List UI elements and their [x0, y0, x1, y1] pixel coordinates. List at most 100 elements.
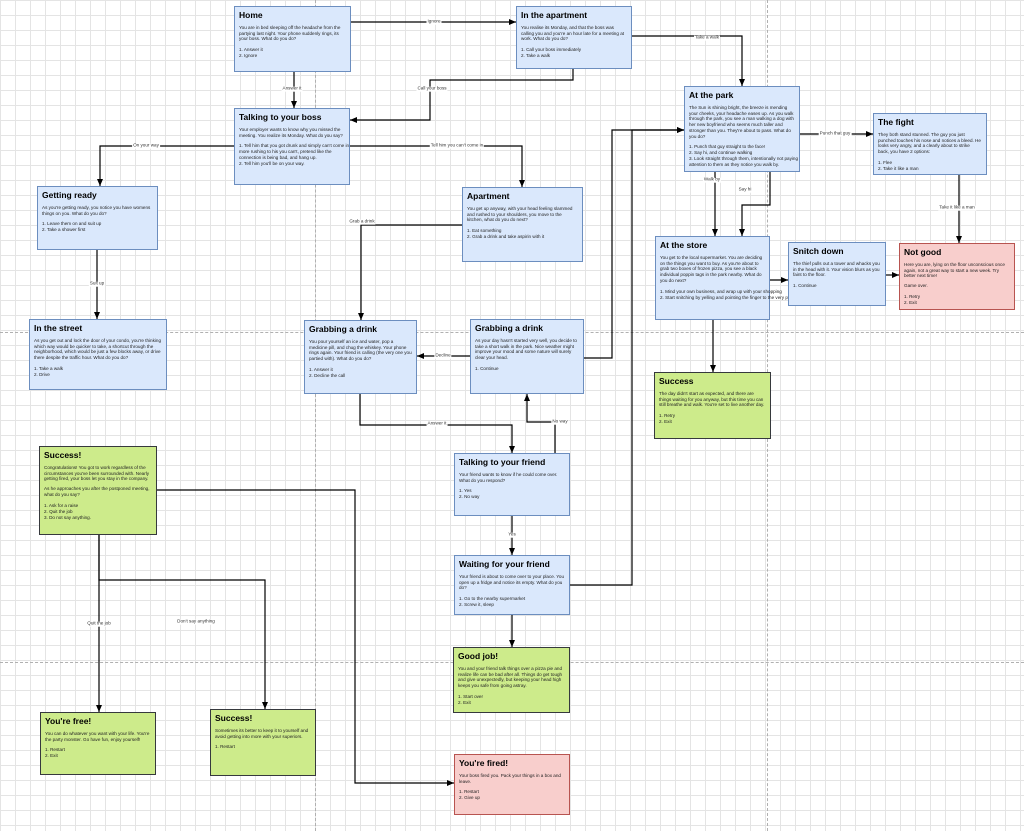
node-body-text: Sometimes its better to keep it to yours… — [215, 728, 309, 739]
edge-label: Say hi — [737, 186, 753, 193]
node-grab2[interactable]: Grabbing a drink As your day hasn't start… — [470, 319, 584, 394]
node-fired[interactable]: You're fired!Your boss fired you. Pack y… — [454, 754, 570, 815]
node-option: 1. Continue — [475, 365, 499, 371]
edge-label: Quit the job — [86, 620, 112, 627]
node-option: 2. Exit — [45, 753, 58, 759]
node-option: 2. Ignore — [239, 53, 258, 59]
node-body-text: The thief pulls out a tower and whacks y… — [793, 261, 880, 278]
edge-label: Don't say anything — [176, 618, 216, 625]
node-body-text: You are in bed sleeping off the headache… — [239, 25, 341, 42]
node-option: 1. Continue — [793, 283, 817, 289]
node-body-text: Congratulations! You got to work regardl… — [44, 465, 150, 482]
node-body-text: You and your friend talk things over a p… — [458, 666, 563, 689]
node-option: 1. Flee — [878, 159, 893, 165]
node-option: 2. Take it like a man — [878, 165, 919, 171]
node-title: Talking to your boss — [239, 112, 322, 122]
node-title: Apartment — [467, 191, 510, 201]
edge-e4[interactable] — [632, 35, 745, 86]
node-option: 1. Retry — [904, 293, 921, 299]
node-body-text: You pour yourself an ice and water, pop … — [309, 339, 412, 362]
node-option: 1. Ask for a raise — [44, 502, 79, 508]
node-success2[interactable]: Success! Sometimes its better to keep it … — [210, 709, 316, 776]
edge-label: Answer it — [426, 420, 448, 427]
node-body-text: You get up anyway, with your head feelin… — [467, 206, 573, 223]
node-body-text: As he approaches you after the postponed… — [44, 486, 150, 497]
edge-label: Grab a drink — [348, 218, 376, 225]
edge-e21[interactable] — [570, 127, 684, 586]
node-option: 1. Yes — [459, 488, 472, 494]
node-option: 1. Mind your own business, and wrap up w… — [660, 288, 782, 294]
node-option: 1. Answer it — [309, 366, 333, 372]
node-body-text: Your boss fired you. Pack your things in… — [459, 773, 561, 784]
node-option: 2. Take a walk — [521, 53, 551, 59]
node-body-text: As your day hasn't started very well, yo… — [475, 338, 577, 361]
edge-label: Punch that guy — [818, 130, 852, 137]
edge-e6[interactable] — [350, 145, 525, 187]
node-title: Good job! — [458, 651, 499, 661]
node-option: 1. Call your boss immediately — [521, 47, 581, 53]
node-options: 1. Mind your own business, and wrap up w… — [660, 288, 801, 301]
node-title: Not good — [904, 247, 942, 257]
node-options: 1. Tell him that you got drunk and simpl… — [239, 143, 350, 167]
node-option: 1. Go to the nearby supermarket — [459, 596, 526, 602]
node-body-text: You realise its Monday, and that the bos… — [521, 25, 625, 42]
node-body-text: You can do whatever you want with your l… — [45, 731, 150, 742]
edge-e3[interactable] — [350, 69, 574, 123]
node-body-text: The day didn't start as expected, and th… — [659, 391, 765, 408]
node-option: 2. Screw it, sleep — [459, 602, 494, 608]
node-title: Success! — [215, 713, 253, 723]
edge-label: Suit up — [88, 280, 106, 287]
edge-label: Yes — [507, 531, 517, 538]
node-body-text: Your employer wants to know why you miss… — [239, 127, 343, 138]
node-free[interactable]: You're free!You can do whatever you want… — [40, 712, 156, 775]
node-body-text: Here you are, lying on the floor unconsc… — [904, 262, 1005, 279]
node-option: attention to them as they notice you wal… — [689, 162, 780, 168]
node-goodjob[interactable]: Good job! You and your friend talk things… — [453, 647, 570, 713]
node-option: 1. Leave them on and suit up — [42, 221, 102, 227]
node-title: Snitch down — [793, 246, 844, 256]
node-option: 2. Drive — [34, 371, 50, 377]
edge-e11[interactable] — [739, 172, 771, 236]
edge-label: Walk by — [702, 176, 722, 183]
node-title: Success! — [44, 450, 82, 460]
node-option: 1. Eat something — [467, 228, 502, 234]
node-option: 1. Tell him that you got drunk and simpl… — [239, 143, 350, 149]
node-options: 1. Continue — [475, 366, 579, 372]
node-option: connection is being bad, and hang up. — [239, 155, 317, 161]
edge-e8[interactable] — [358, 224, 462, 320]
node-body-text: Game over. — [904, 283, 928, 289]
edge-e5[interactable] — [97, 145, 234, 186]
node-option: 2. Say hi, and continue walking — [689, 150, 753, 156]
edge-label: Ignore — [426, 18, 442, 25]
node-option: 1. Restart — [215, 744, 235, 750]
node-success1[interactable]: Success! Congratulations! You got to work… — [39, 446, 157, 535]
node-title: Grabbing a drink — [475, 323, 544, 333]
node-option: 2. Grab a drink and take aspirin with it — [467, 234, 545, 240]
